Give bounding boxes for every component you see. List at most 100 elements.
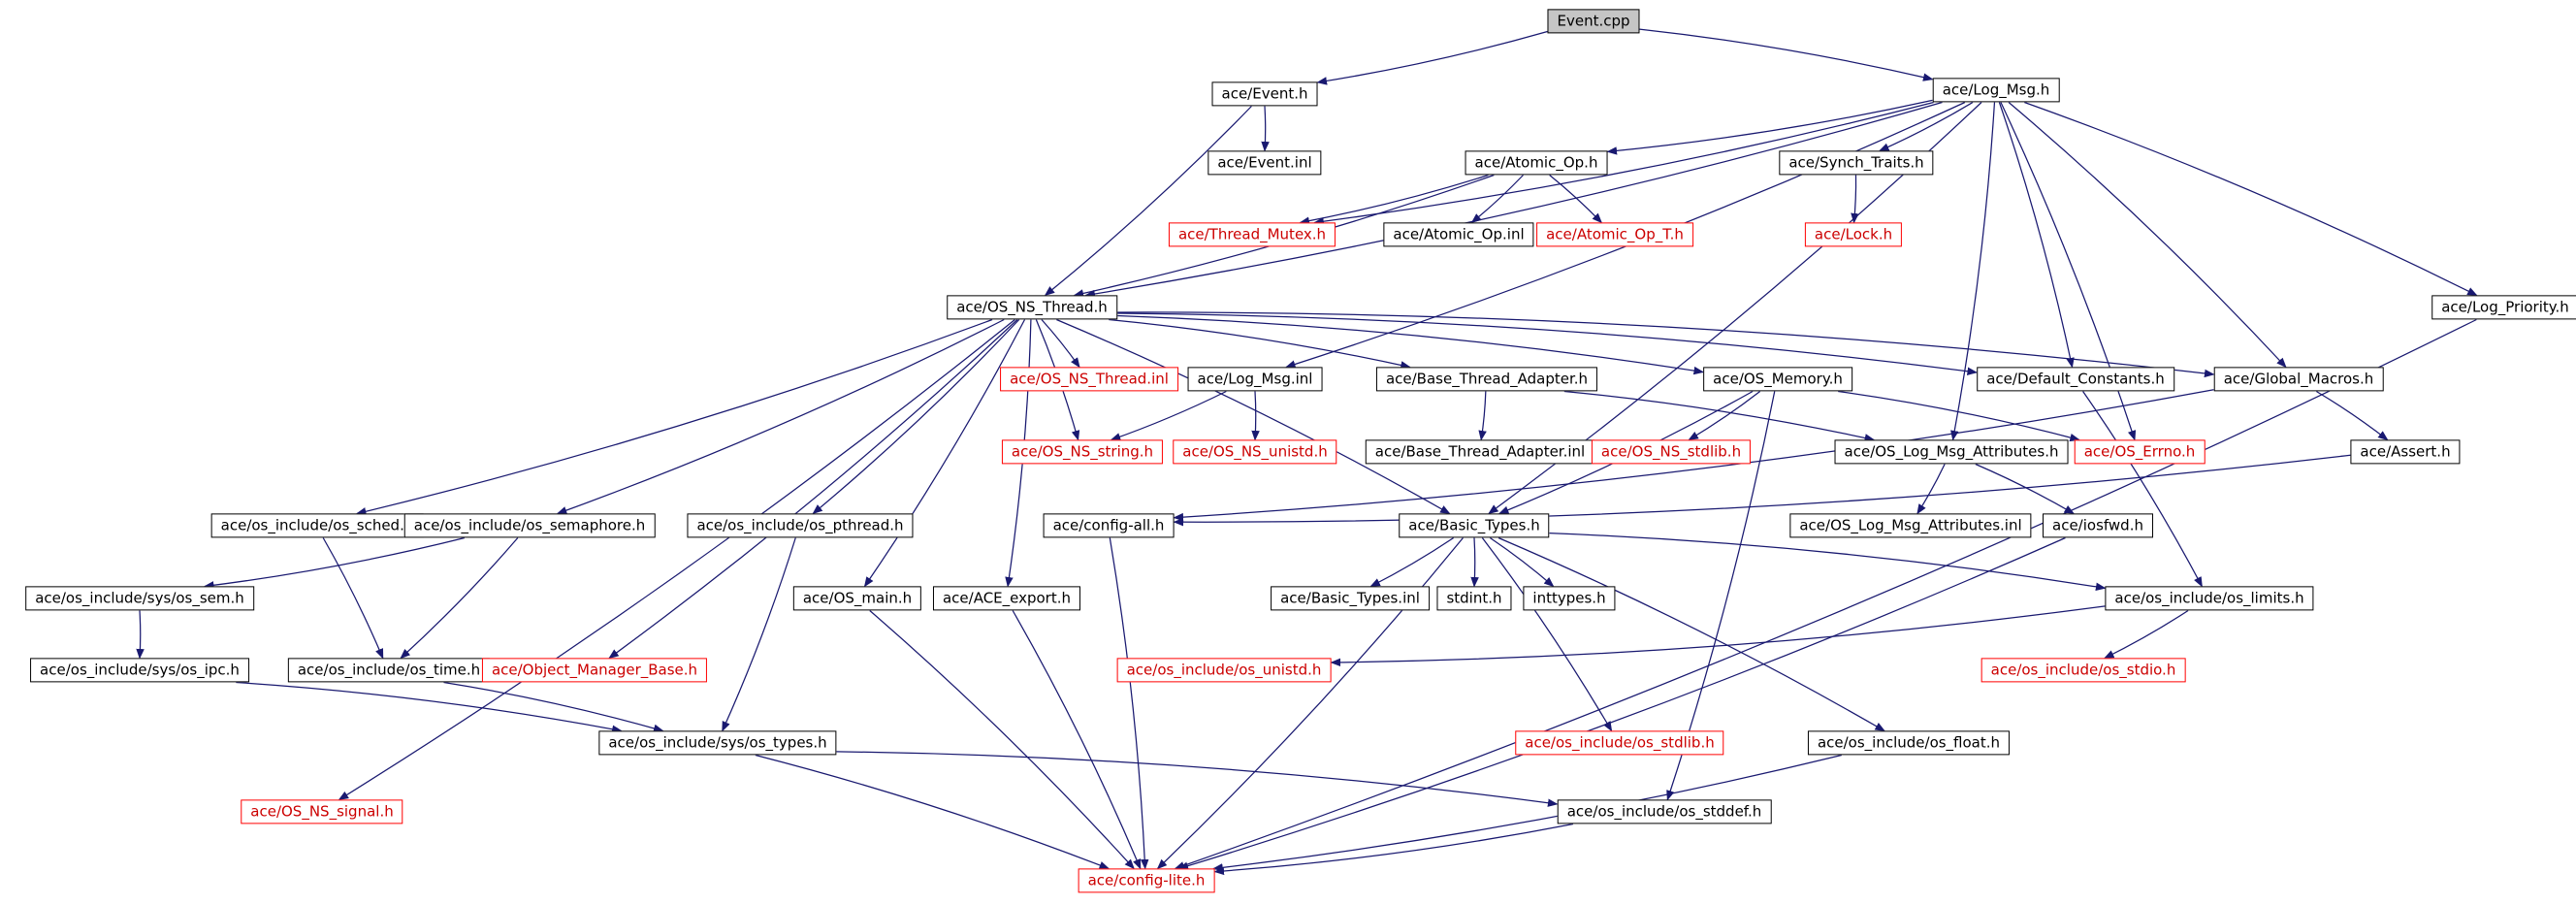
include-edge	[1369, 536, 1455, 588]
include-edge	[722, 537, 796, 732]
graph-node[interactable]: ace/os_include/os_sched.h	[210, 513, 424, 538]
graph-node[interactable]: ace/os_include/os_stddef.h	[1557, 799, 1772, 824]
graph-node[interactable]: ace/OS_NS_Thread.inl	[1000, 367, 1178, 392]
include-edge	[2316, 390, 2389, 441]
graph-node[interactable]: ace/OS_NS_Thread.h	[947, 295, 1117, 320]
graph-node[interactable]: ace/Synch_Traits.h	[1779, 150, 1934, 176]
include-edge	[1916, 464, 1946, 515]
include-edge	[1056, 318, 1451, 515]
graph-node[interactable]: ace/Lock.h	[1804, 222, 1903, 247]
graph-node[interactable]: ace/Default_Constants.h	[1977, 367, 2174, 392]
include-edge	[1109, 537, 1149, 870]
include-edge	[1489, 536, 1555, 588]
include-edge	[1084, 101, 1943, 299]
include-edge	[1012, 610, 1142, 870]
graph-node[interactable]: ace/Atomic_Op.inl	[1383, 222, 1534, 247]
graph-node[interactable]: ace/os_include/os_unistd.h	[1116, 658, 1332, 683]
graph-node[interactable]: ace/OS_Log_Msg_Attributes.h	[1834, 439, 2069, 465]
graph-node[interactable]: ace/Log_Msg.h	[1932, 78, 2060, 103]
graph-node[interactable]: ace/Object_Manager_Base.h	[481, 658, 708, 683]
graph-node[interactable]: ace/ACE_export.h	[932, 586, 1081, 611]
graph-node[interactable]: ace/os_include/os_semaphore.h	[403, 513, 656, 538]
graph-node[interactable]: ace/os_include/os_stdlib.h	[1515, 730, 1724, 756]
include-edge	[1497, 536, 1885, 732]
include-edge	[869, 610, 1135, 870]
include-edge	[1688, 391, 1761, 441]
include-edge	[1261, 106, 1270, 152]
include-edge	[1470, 537, 1479, 588]
graph-node[interactable]: ace/Atomic_Op.h	[1465, 150, 1608, 176]
include-edge	[1116, 312, 1979, 375]
include-edge	[1851, 175, 1859, 224]
include-edge	[136, 610, 145, 660]
graph-node[interactable]: ace/os_include/sys/os_types.h	[598, 730, 837, 756]
graph-node[interactable]: inttypes.h	[1523, 586, 1616, 611]
graph-node[interactable]: ace/OS_NS_signal.h	[241, 799, 403, 824]
include-edge	[400, 537, 519, 660]
graph-node[interactable]: ace/config-all.h	[1043, 513, 1175, 538]
include-edge	[863, 319, 1026, 588]
graph-node[interactable]: ace/os_include/os_limits.h	[2105, 586, 2314, 611]
include-edge	[1044, 106, 1252, 297]
graph-node[interactable]: ace/Base_Thread_Adapter.inl	[1365, 439, 1595, 465]
include-edge	[1116, 311, 2215, 378]
graph-node[interactable]: ace/Log_Priority.h	[2431, 295, 2576, 320]
graph-node[interactable]: ace/os_include/sys/os_sem.h	[25, 586, 254, 611]
graph-node[interactable]: ace/Basic_Types.inl	[1271, 586, 1430, 611]
graph-node[interactable]: ace/OS_Memory.h	[1703, 367, 1852, 392]
graph-node[interactable]: ace/OS_Log_Msg_Attributes.inl	[1789, 513, 2032, 538]
include-edge	[836, 751, 1559, 807]
graph-node[interactable]: ace/Basic_Types.h	[1399, 513, 1550, 538]
include-edge	[236, 681, 623, 733]
include-edge	[1299, 174, 1489, 225]
graph-node[interactable]: ace/Atomic_Op_T.h	[1536, 222, 1693, 247]
graph-node[interactable]: stdint.h	[1436, 586, 1512, 611]
graph-node[interactable]: ace/Base_Thread_Adapter.h	[1375, 367, 1598, 392]
include-edge	[338, 319, 1015, 801]
graph-node[interactable]: ace/Thread_Mutex.h	[1168, 222, 1336, 247]
graph-node[interactable]: ace/os_include/os_float.h	[1807, 730, 2011, 756]
include-edge	[1041, 319, 1080, 369]
graph-node[interactable]: ace/Event.h	[1211, 81, 1318, 107]
include-edge	[1470, 175, 1524, 224]
include-edge	[1110, 390, 1227, 441]
include-edge	[1316, 30, 1548, 85]
include-edge	[1478, 391, 1487, 441]
include-edge	[2082, 391, 2203, 588]
graph-node[interactable]: ace/OS_main.h	[792, 586, 922, 611]
include-edge	[755, 754, 1111, 870]
include-edge	[1975, 463, 2076, 515]
graph-node[interactable]: ace/OS_Errno.h	[2074, 439, 2206, 465]
graph-node[interactable]: ace/os_include/os_stdio.h	[1980, 658, 2186, 683]
graph-node[interactable]: ace/OS_NS_unistd.h	[1173, 439, 1337, 465]
graph-node[interactable]: ace/Log_Msg.inl	[1187, 367, 1323, 392]
include-edge	[2008, 102, 2287, 369]
graph-node[interactable]: ace/iosfwd.h	[2043, 513, 2153, 538]
graph-node[interactable]: ace/os_include/sys/os_ipc.h	[30, 658, 249, 683]
graph-node[interactable]: ace/Event.inl	[1208, 150, 1322, 176]
include-edge	[1838, 390, 2080, 442]
include-edge	[355, 318, 993, 516]
include-edge	[2024, 101, 2478, 297]
include-edge	[2104, 609, 2189, 660]
include-edge	[1251, 391, 1260, 441]
include-edge	[1639, 28, 1934, 81]
graph-node[interactable]: ace/Global_Macros.h	[2213, 367, 2384, 392]
include-edge	[443, 681, 664, 732]
include-edge	[1116, 314, 1705, 375]
include-edge	[322, 537, 384, 660]
include-edge	[1563, 390, 1876, 442]
graph-node[interactable]: ace/os_include/os_time.h	[287, 658, 491, 683]
include-edge	[203, 536, 466, 590]
include-edge	[1549, 175, 1603, 224]
graph-root-node: Event.cpp	[1547, 9, 1640, 34]
graph-node[interactable]: ace/OS_NS_string.h	[1001, 439, 1164, 465]
graph-node[interactable]: ace/os_include/os_pthread.h	[687, 513, 914, 538]
graph-node[interactable]: ace/Assert.h	[2350, 439, 2461, 465]
include-edge	[812, 319, 1020, 515]
include-edge	[556, 318, 1005, 515]
graph-node[interactable]: ace/config-lite.h	[1078, 868, 1215, 893]
include-edge	[1998, 102, 2075, 369]
graph-node[interactable]: ace/OS_NS_stdlib.h	[1591, 439, 1752, 465]
